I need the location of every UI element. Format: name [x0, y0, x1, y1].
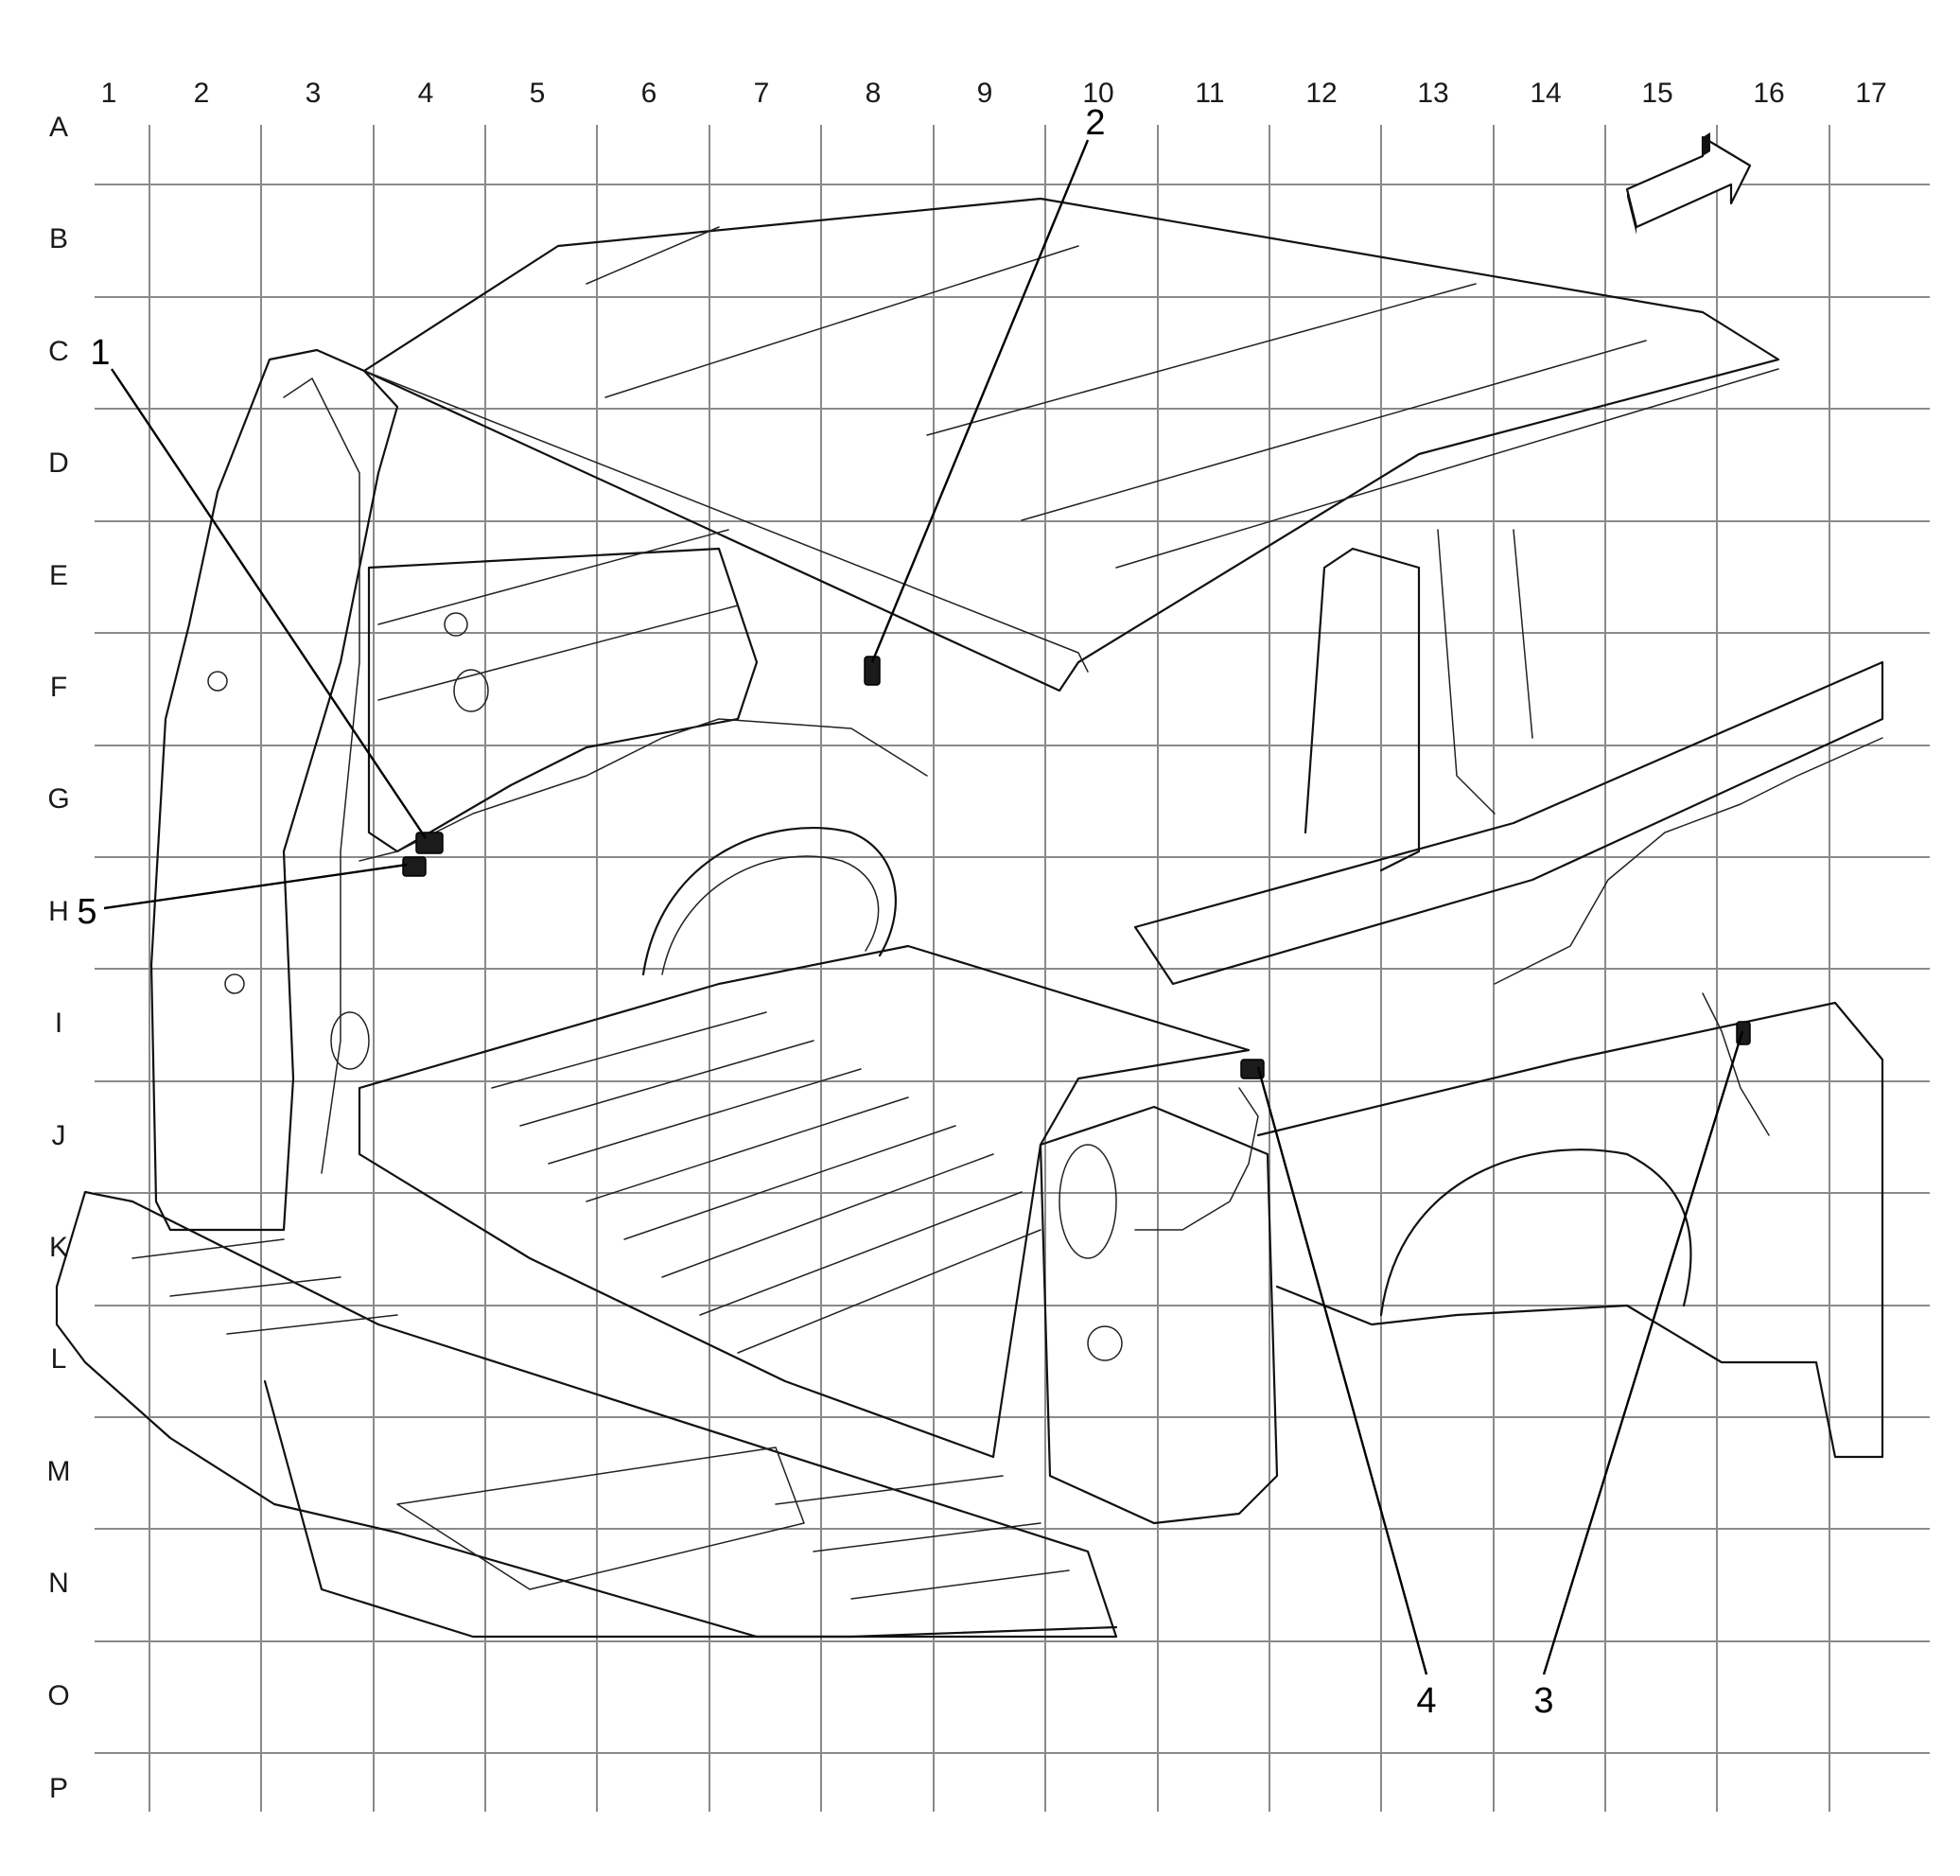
- right-cab-pillar: [1304, 547, 1421, 872]
- right-bed-post: [1039, 1105, 1279, 1525]
- row-label: B: [49, 223, 68, 254]
- row-label: J: [52, 1120, 66, 1151]
- leader-2: [870, 139, 1090, 663]
- callout-5: 5: [77, 892, 96, 932]
- bumper-step-pads: [131, 1238, 1070, 1600]
- callout-labels: 1 2 3 4 5: [77, 103, 1553, 1721]
- row-label: M: [47, 1456, 71, 1487]
- column-label: 16: [1753, 78, 1784, 109]
- front-direction-arrow-icon: [1625, 132, 1752, 235]
- column-label: 7: [754, 78, 770, 109]
- row-label: L: [51, 1343, 67, 1375]
- row-label: N: [48, 1568, 69, 1599]
- column-label: 9: [977, 78, 993, 109]
- column-label: 1: [101, 78, 117, 109]
- callout-1: 1: [90, 333, 110, 373]
- column-label: 10: [1082, 78, 1113, 109]
- column-label: 13: [1417, 78, 1448, 109]
- callout-3: 3: [1533, 1681, 1553, 1721]
- cab-rear-wall-details: [377, 529, 739, 712]
- callout-4: 4: [1416, 1681, 1436, 1721]
- column-label: 15: [1641, 78, 1672, 109]
- right-cab-pillar-inner: [1437, 529, 1533, 815]
- left-wheel-well-inner: [661, 855, 880, 975]
- right-frame-rail: [1133, 660, 1884, 986]
- row-label: G: [47, 783, 69, 815]
- row-label: K: [49, 1232, 68, 1263]
- row-label: C: [48, 336, 69, 367]
- connector-1: [415, 832, 444, 854]
- row-label: I: [55, 1008, 62, 1039]
- connector-4: [1240, 1059, 1265, 1079]
- connector-2: [864, 656, 881, 686]
- wiring-harness-right: [1494, 737, 1883, 985]
- roof-panel-contour: [586, 226, 1779, 569]
- bumper-center-pad: [396, 1446, 805, 1590]
- roof-panel: [362, 197, 1780, 693]
- column-label: 6: [641, 78, 657, 109]
- wiring-harness-bed: [1134, 1087, 1259, 1231]
- left-pillar-holes: [207, 671, 370, 1070]
- leader-3: [1542, 1030, 1744, 1675]
- row-label: O: [47, 1680, 69, 1711]
- wiring-harness-rear-right: [1702, 992, 1770, 1136]
- grid-lines: [95, 125, 1930, 1812]
- bed-floor: [358, 944, 1251, 1459]
- leader-4: [1256, 1066, 1428, 1675]
- column-label: 14: [1530, 78, 1561, 109]
- wiring-harness-left: [359, 718, 928, 862]
- vehicle-body-line-art: [55, 197, 1884, 1639]
- row-labels: A B C D E F G H I J K L M N O P: [47, 112, 71, 1804]
- callout-2: 2: [1085, 103, 1105, 143]
- row-label: D: [48, 447, 69, 479]
- left-rear-pillar: [149, 348, 399, 1232]
- left-pillar-inner: [283, 377, 360, 1174]
- cab-rear-wall: [367, 547, 759, 853]
- bed-floor-ribs: [491, 1011, 1041, 1354]
- tailgate-latch: [1059, 1144, 1123, 1361]
- bumper-lower-edge: [263, 1379, 1118, 1639]
- connectors: [402, 656, 1751, 1079]
- column-label: 12: [1305, 78, 1337, 109]
- right-wheel-well: [1379, 1148, 1692, 1317]
- column-label: 17: [1855, 78, 1886, 109]
- leader-5: [103, 863, 408, 910]
- roof-rear-edge: [363, 370, 1089, 673]
- column-label: 4: [418, 78, 434, 109]
- column-label: 8: [866, 78, 882, 109]
- right-bed-side: [1256, 1001, 1884, 1459]
- connector-5: [402, 856, 427, 877]
- row-label: P: [49, 1773, 68, 1804]
- row-label: F: [50, 672, 67, 703]
- column-labels: 1 2 3 4 5 6 7 8 9 10 11 12 13 14 15 16 1…: [101, 78, 1887, 109]
- column-label: 2: [194, 78, 210, 109]
- column-label: 3: [306, 78, 322, 109]
- rear-bumper: [55, 1190, 1118, 1639]
- leader-1: [111, 368, 427, 839]
- left-wheel-well: [641, 827, 897, 976]
- column-label: 5: [530, 78, 546, 109]
- row-label: E: [49, 560, 68, 591]
- row-label: H: [48, 896, 69, 927]
- row-label: A: [49, 112, 68, 143]
- column-label: 11: [1195, 78, 1224, 109]
- callout-leaders: [103, 139, 1744, 1675]
